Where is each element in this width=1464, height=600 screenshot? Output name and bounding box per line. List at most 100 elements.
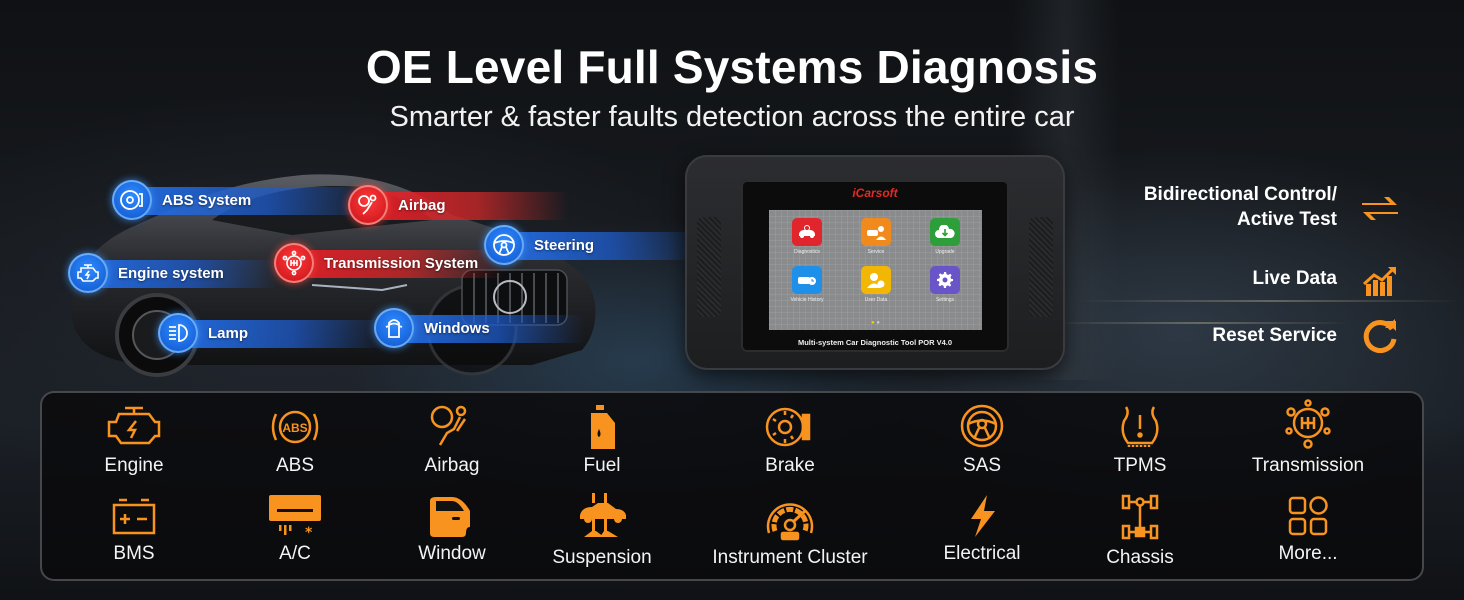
chassis-icon [1121, 494, 1159, 540]
tag-engine-system: Engine system [68, 253, 278, 293]
device-bezel: iCarsoft Diagnostics Service Upgrade [741, 180, 1009, 352]
engine-icon [68, 253, 108, 293]
tag-steering: Steering [484, 225, 704, 265]
feature-label: Bidirectional Control/ [1143, 184, 1337, 205]
tag-airbag: Airbag [348, 185, 568, 225]
gear-icon [930, 266, 960, 294]
background-light-streak [1050, 322, 1350, 324]
feature-live-data: Live Data [1253, 266, 1337, 291]
tag-label: Airbag [398, 196, 446, 214]
lightning-icon [971, 495, 995, 537]
feature-reset-service: Reset Service [1212, 323, 1337, 348]
app-label: Diagnostics [794, 249, 820, 255]
app-service[interactable]: Service [846, 218, 906, 255]
system-window[interactable]: Window [362, 493, 542, 565]
system-more[interactable]: More... [1218, 493, 1398, 565]
system-fuel[interactable]: Fuel [512, 405, 692, 477]
device-brand-logo: iCarsoft [852, 186, 898, 200]
page-title: OE Level Full Systems Diagnosis [365, 41, 1099, 93]
background-light-streak [1080, 300, 1460, 302]
service-icon [861, 218, 891, 246]
system-label: Chassis [1106, 547, 1174, 568]
engine-icon [107, 406, 161, 445]
gearbox-icon [1285, 399, 1331, 449]
bar-chart-trend-icon [1362, 267, 1396, 296]
diagnostic-tablet-device: iCarsoft Diagnostics Service Upgrade [685, 155, 1065, 370]
headlamp-icon [158, 313, 198, 353]
system-ac[interactable]: * A/C [205, 493, 385, 565]
system-label: BMS [113, 543, 155, 564]
device-grip-left [697, 217, 721, 317]
system-label: Brake [765, 455, 815, 476]
system-label: Window [418, 543, 486, 564]
system-label: Engine [104, 455, 164, 476]
app-label: Settings [935, 297, 955, 303]
app-label: Vehicle History [790, 297, 824, 303]
abs-icon: ABS [271, 410, 319, 444]
system-label: Suspension [552, 547, 652, 568]
tag-transmission-system: Transmission System [274, 243, 504, 283]
car-door-icon [430, 497, 470, 537]
battery-icon [112, 498, 156, 535]
svg-text:ABS: ABS [282, 421, 307, 435]
system-brake[interactable]: Brake [700, 405, 880, 477]
app-diagnostics[interactable]: Diagnostics [777, 218, 837, 255]
app-upgrade[interactable]: Upgrade [915, 218, 975, 255]
tag-abs-system: ABS System [112, 180, 382, 220]
more-grid-icon [1288, 496, 1328, 536]
air-conditioner-icon: * [269, 495, 321, 537]
page-subtitle: Smarter & faster faults detection across… [389, 101, 1075, 133]
system-label: Transmission [1251, 455, 1365, 476]
system-airbag[interactable]: Airbag [362, 405, 542, 477]
car-lift-icon [580, 493, 626, 537]
system-abs[interactable]: ABS ABS [205, 405, 385, 477]
tag-label: Steering [534, 236, 595, 254]
app-label: Service [867, 249, 885, 255]
page-indicator-dots: ● ● [871, 320, 880, 326]
system-transmission[interactable]: Transmission [1218, 399, 1398, 477]
tag-lamp: Lamp [158, 313, 388, 353]
airbag-icon [348, 185, 388, 225]
bidirectional-arrows-icon [1362, 197, 1398, 220]
system-label: ABS [275, 455, 315, 476]
system-tpms[interactable]: TPMS [1050, 405, 1230, 477]
fuel-can-icon [591, 405, 615, 449]
car-history-icon [792, 266, 822, 294]
svg-text:*: * [305, 525, 313, 537]
device-caption: Multi-system Car Diagnostic Tool POR V4.… [797, 338, 953, 347]
tag-label: Windows [424, 319, 490, 337]
system-label: Instrument Cluster [712, 547, 868, 568]
app-user-data[interactable]: User Data [846, 266, 906, 303]
system-label: TPMS [1113, 455, 1167, 476]
feature-label: Live Data [1252, 268, 1337, 289]
tag-label: Lamp [208, 324, 249, 342]
system-electrical[interactable]: Electrical [892, 493, 1072, 565]
user-data-icon [861, 266, 891, 294]
system-sas[interactable]: SAS [892, 404, 1072, 477]
car-top-view-icon [374, 308, 414, 348]
car-diagnostics-icon [792, 218, 822, 246]
system-label: Fuel [583, 455, 621, 476]
airbag-icon [430, 405, 467, 446]
system-instrument-cluster[interactable]: Instrument Cluster [700, 493, 880, 569]
device-screen: Diagnostics Service Upgrade Vehicle Hist… [769, 210, 982, 330]
system-chassis[interactable]: Chassis [1050, 493, 1230, 569]
app-label: User Data [864, 297, 888, 303]
app-settings[interactable]: Settings [915, 266, 975, 303]
feature-label: Reset Service [1212, 325, 1337, 346]
system-label: More... [1278, 543, 1338, 564]
speedometer-icon [766, 503, 814, 541]
system-label: Electrical [943, 543, 1021, 564]
reset-refresh-icon [1363, 319, 1397, 353]
system-suspension[interactable]: Suspension [512, 493, 692, 569]
tag-label: ABS System [162, 191, 252, 209]
app-vehicle-history[interactable]: Vehicle History [777, 266, 837, 303]
feature-label: Active Test [1237, 209, 1337, 230]
tire-pressure-icon [1121, 406, 1159, 447]
system-label: A/C [279, 543, 311, 564]
system-engine[interactable]: Engine [44, 405, 224, 477]
gearbox-icon [274, 243, 314, 283]
systems-panel: Engine ABS ABS Airbag Fuel Brake SAS TPM… [40, 391, 1424, 581]
tag-windows: Windows [374, 308, 584, 348]
system-bms[interactable]: BMS [44, 493, 224, 565]
